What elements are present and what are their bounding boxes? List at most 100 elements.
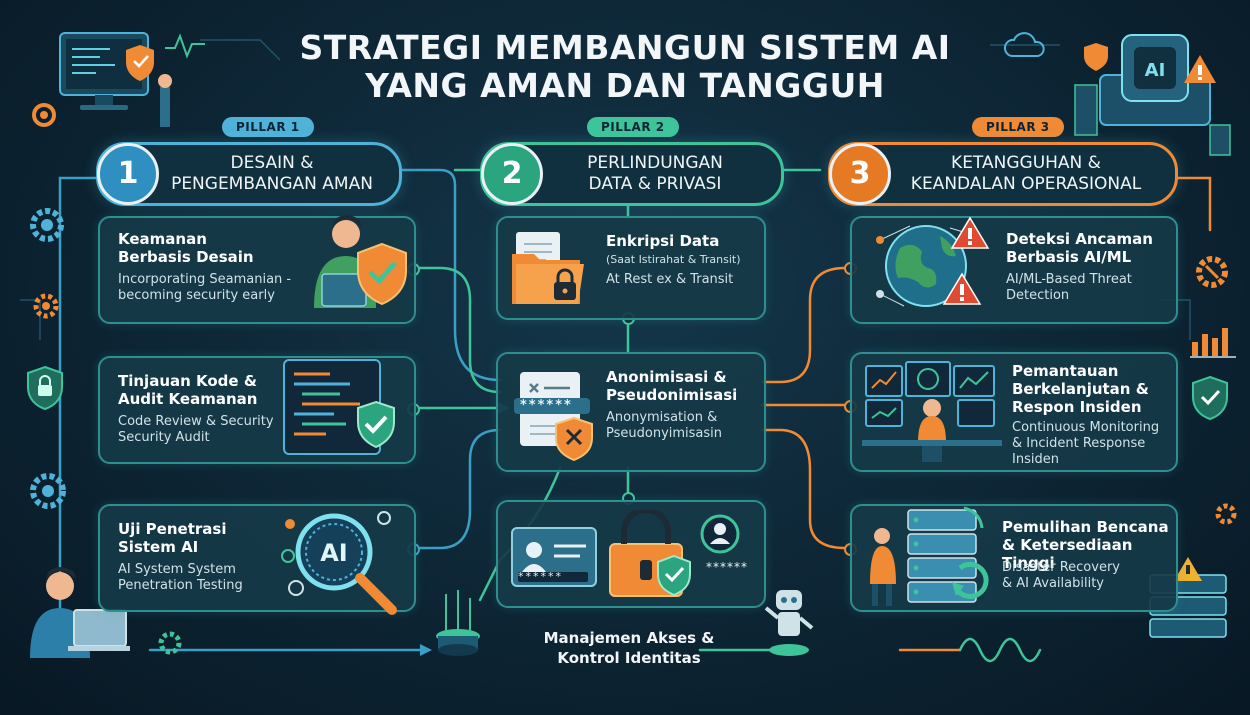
- pillar2-number: 2: [481, 143, 543, 205]
- card-uji-penetrasi[interactable]: Uji Penetrasi Sistem AI AI System System…: [98, 504, 416, 615]
- card-keamanan-desain-sub1: Incorporating Seamanian -: [118, 272, 292, 287]
- wire-card3-center: [410, 428, 502, 550]
- card-pemantauan-sub1: Continuous Monitoring: [1012, 420, 1160, 435]
- code-review-icon: [283, 359, 395, 455]
- main-title-line2: YANG AMAN DAN TANGGUH: [365, 66, 885, 105]
- card-enkripsi-title2: (Saat Istirahat & Transit): [606, 253, 741, 266]
- card-keamanan-desain-title2: Berbasis Desain: [118, 248, 254, 266]
- card-deteksi-sub1: AI/ML-Based Threat: [1006, 272, 1132, 287]
- cloud-icon: [1003, 32, 1045, 57]
- card-anonimisasi-title1: Anonimisasi &: [606, 368, 727, 386]
- card-deteksi-sub2: Detection: [1006, 288, 1070, 303]
- manajemen-akses-caption1: Manajemen Akses &: [543, 629, 715, 647]
- main-title-line1: STRATEGI MEMBANGUN SISTEM AI: [299, 28, 951, 67]
- card-pemantauan-title2: Berkelanjutan &: [1012, 380, 1149, 398]
- card-pemantauan-sub2: & Incident Response: [1012, 436, 1146, 451]
- monitor-shield-icon: [32, 32, 172, 127]
- card-uji-penetrasi-title1: Uji Penetrasi: [118, 520, 227, 538]
- card-tinjauan-kode-sub1: Code Review & Security: [118, 414, 274, 429]
- wire-pillar3-right: [1168, 176, 1212, 232]
- card-enkripsi-sub1: At Rest ex & Transit: [606, 272, 734, 287]
- card-pemantauan-title1: Pemantauan: [1012, 362, 1119, 380]
- card-pemulihan-sub2: & AI Availability: [1002, 576, 1104, 591]
- bar-chart-icon: [1190, 328, 1236, 358]
- wave-line: [958, 637, 1042, 663]
- card-pemantauan-sub3: Insiden: [1012, 452, 1059, 467]
- card-deteksi-title2: Berbasis AI/ML: [1006, 248, 1132, 266]
- card-uji-penetrasi-sub2: Penetration Testing: [118, 578, 243, 593]
- globe-threat-icon: [876, 216, 990, 307]
- pillar2-title-line2: DATA & PRIVASI: [588, 174, 722, 194]
- pillar2-title: PERLINDUNGAN DATA & PRIVASI: [543, 153, 767, 195]
- card-tinjauan-kode[interactable]: Tinjauan Kode & Audit Keamanan Code Revi…: [98, 356, 416, 464]
- ai-chip-label: AI: [1144, 60, 1166, 81]
- pulse-icon: [165, 33, 205, 59]
- card-anonimisasi-sub2: Pseudonyimisasin: [606, 426, 723, 441]
- pillar2-header: 2 PERLINDUNGAN DATA & PRIVASI: [480, 142, 784, 206]
- developer-shield-icon: [314, 215, 407, 308]
- card-tinjauan-kode-title1: Tinjauan Kode &: [118, 372, 257, 390]
- akses-mask-text: ******: [518, 570, 563, 583]
- card-uji-penetrasi-sub1: AI System System: [118, 562, 236, 577]
- card-uji-penetrasi-title2: Sistem AI: [118, 538, 199, 556]
- pillar3-title: KETANGGUHAN & KEANDALAN OPERASIONAL: [891, 153, 1161, 195]
- encrypted-folder-icon: [512, 232, 584, 304]
- gear-small-right-icon: [1215, 503, 1237, 525]
- card-keamanan-desain[interactable]: Keamanan Berbasis Desain Incorporating S…: [98, 215, 416, 324]
- wire-center-deteksi: [760, 266, 847, 384]
- pillar3-tag: PILLAR 3: [972, 117, 1064, 137]
- laptop-user-icon: [30, 567, 130, 658]
- gear-green-icon: [158, 631, 182, 655]
- pillar1-header: 1 DESAIN & PENGEMBANGAN AMAN: [96, 142, 402, 206]
- identity-lock-icon: [511, 510, 740, 597]
- card-pemulihan-title2: & Ketersediaan Tinggi: [1002, 536, 1133, 572]
- pillar3-title-line1: KETANGGUHAN &: [951, 153, 1101, 173]
- pillar2-tag: PILLAR 2: [587, 117, 679, 137]
- card-anonimisasi[interactable]: ****** Anonimisasi & Pseudonimisasi Anon…: [496, 352, 766, 472]
- gear-left-icon: [30, 473, 66, 509]
- card-manajemen-akses[interactable]: ****** ******: [496, 500, 766, 608]
- pillar3-number: 3: [829, 143, 891, 205]
- card-pemulihan-title1: Pemulihan Bencana: [1002, 518, 1169, 536]
- robot-icon: [764, 590, 814, 656]
- gear-right-icon: [1196, 256, 1228, 288]
- pillar1-title: DESAIN & PENGEMBANGAN AMAN: [159, 153, 385, 195]
- ai-magnifier-label: AI: [320, 539, 348, 567]
- gear-icon: [30, 208, 64, 242]
- gear-orange-icon: [33, 293, 59, 319]
- wire-center-pemulihan: [760, 428, 847, 550]
- trace-left: [20, 299, 41, 340]
- card-deteksi[interactable]: Deteksi Ancaman Berbasis AI/ML AI/ML-Bas…: [850, 216, 1178, 324]
- manajemen-akses-caption2: Kontrol Identitas: [557, 649, 701, 667]
- pillar3-title-line2: KEANDALAN OPERASIONAL: [910, 174, 1142, 194]
- pillar3-header: 3 KETANGGUHAN & KEANDALAN OPERASIONAL: [828, 142, 1178, 206]
- masked-document-icon: [514, 372, 593, 462]
- card-enkripsi-title1: Enkripsi Data: [606, 232, 720, 250]
- card-keamanan-desain-title1: Keamanan: [118, 230, 207, 248]
- card-anonimisasi-title2: Pseudonimisasi: [606, 386, 738, 404]
- pillar1-number: 1: [97, 143, 159, 205]
- card-pemulihan[interactable]: Pemulihan Bencana & Ketersediaan Tinggi …: [850, 504, 1178, 612]
- card-pemantauan[interactable]: Pemantauan Berkelanjutan & Respon Inside…: [850, 352, 1178, 472]
- card-pemantauan-title3: Respon Insiden: [1012, 398, 1142, 416]
- wire-pillar1-left: [58, 176, 102, 622]
- card-deteksi-title1: Deteksi Ancaman: [1006, 230, 1153, 248]
- lock-shield-icon: [27, 365, 63, 411]
- trace-top-left: [200, 39, 281, 61]
- pillar1-title-line2: PENGEMBANGAN AMAN: [171, 174, 373, 194]
- glowing-pedestal-icon: [436, 590, 480, 656]
- pillar2-title-line1: PERLINDUNGAN: [587, 153, 723, 173]
- check-shield-icon: [1192, 375, 1228, 421]
- card-tinjauan-kode-sub2: Security Audit: [118, 430, 210, 445]
- anon-mask-text: ******: [520, 398, 573, 413]
- card-anonimisasi-sub1: Anonymisation &: [606, 410, 718, 425]
- card-keamanan-desain-sub2: becoming security early: [118, 288, 275, 303]
- pillar1-title-line1: DESAIN &: [230, 153, 314, 173]
- wire-card1-center: [410, 266, 502, 394]
- server-recovery-icon: [870, 506, 989, 606]
- arrow-head-bottom: [420, 644, 432, 656]
- card-enkripsi[interactable]: Enkripsi Data (Saat Istirahat & Transit)…: [496, 216, 766, 320]
- akses-mask-text-right: ******: [706, 560, 748, 574]
- ai-chip-icon: [1074, 34, 1231, 156]
